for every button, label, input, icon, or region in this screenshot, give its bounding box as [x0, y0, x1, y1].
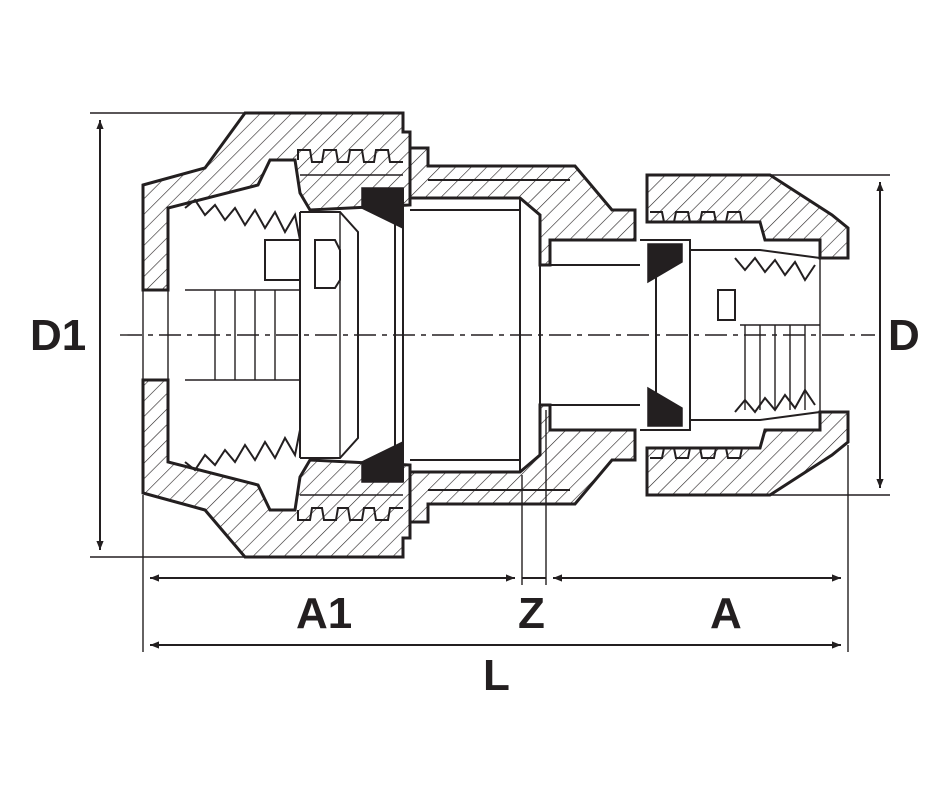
left-thread-lower	[297, 507, 403, 521]
dimension-z: Z	[518, 577, 546, 638]
label-d1: D1	[30, 311, 86, 360]
extension-lines	[142, 410, 849, 652]
left-threads	[297, 149, 403, 521]
right-threads	[650, 211, 755, 459]
right-thread-lower	[650, 447, 755, 459]
right-thread-upper	[650, 211, 755, 223]
right-grip-ring	[640, 239, 821, 431]
label-l: L	[483, 651, 510, 700]
dimension-d: D	[770, 174, 920, 496]
left-seal-lower	[361, 440, 404, 483]
left-thread-upper	[297, 149, 403, 163]
right-seal-upper	[647, 243, 683, 284]
label-d: D	[888, 311, 920, 360]
dimension-l: L	[150, 641, 841, 700]
right-seal-lower	[647, 386, 683, 427]
label-a1: A1	[296, 589, 352, 638]
label-z: Z	[518, 589, 545, 638]
body-upper-section	[408, 146, 637, 267]
dimension-a: A	[553, 574, 841, 638]
dimension-a1: A1	[150, 574, 515, 638]
left-grip-ring	[184, 198, 359, 472]
dimension-d1: D1	[30, 112, 245, 558]
body-lower-section	[408, 403, 637, 524]
label-a: A	[710, 589, 742, 638]
left-seal-upper	[361, 187, 404, 230]
